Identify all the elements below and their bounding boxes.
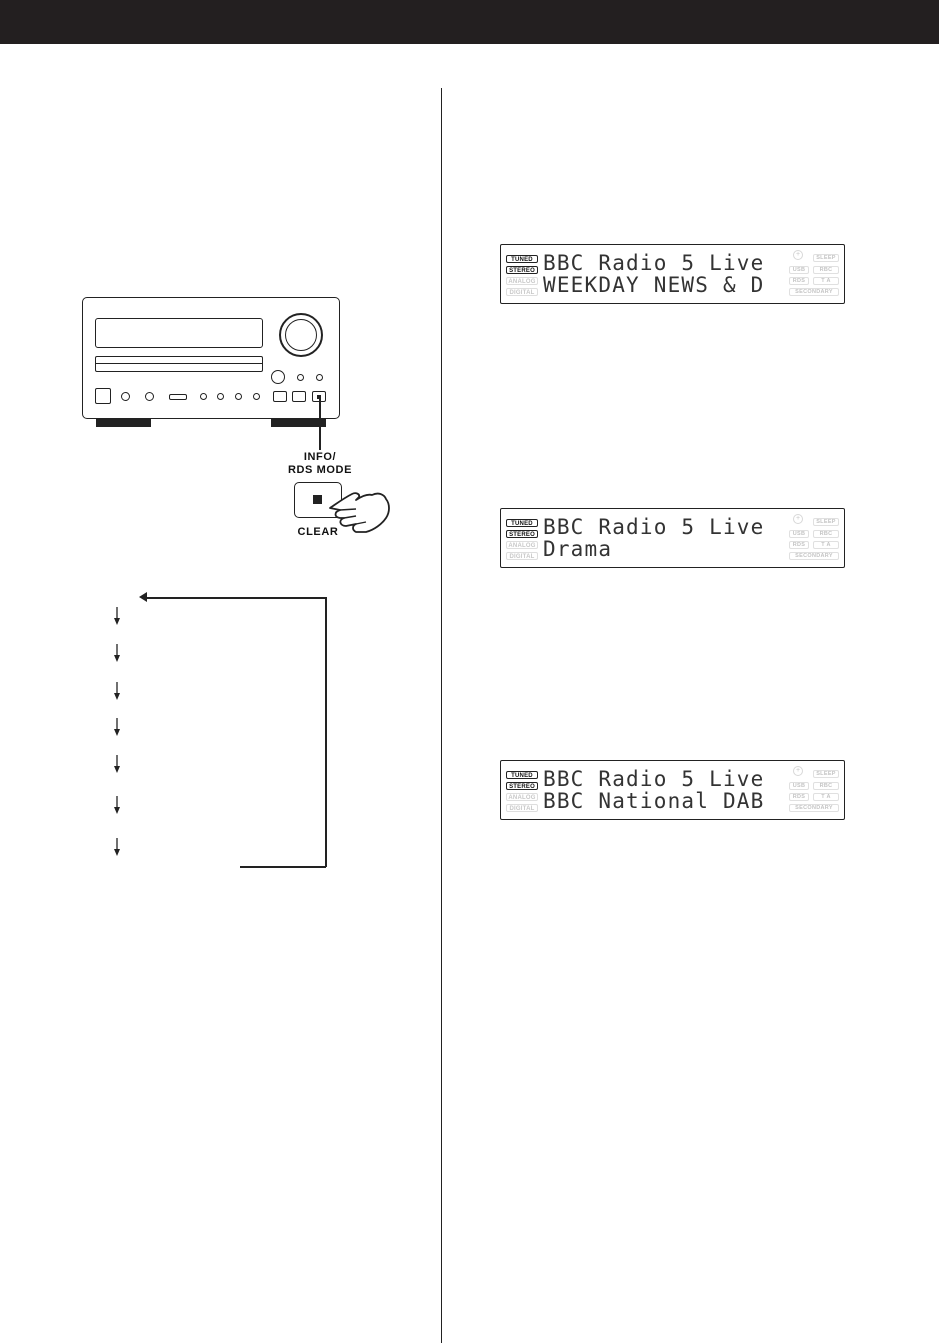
stereo-indicator: STEREO xyxy=(506,530,538,538)
lcd-display-3: TUNED STEREO ANALOG DIGITAL BBC Radio 5 … xyxy=(500,760,845,820)
tuned-indicator: TUNED xyxy=(506,771,538,779)
cd-receiver-illustration xyxy=(82,297,340,419)
ta-indicator: T A xyxy=(813,277,839,285)
secondary-indicator: SECONDARY xyxy=(789,804,839,812)
lcd-display-1: TUNED STEREO ANALOG DIGITAL BBC Radio 5 … xyxy=(500,244,845,304)
clear-label: CLEAR xyxy=(297,526,339,538)
sleep-indicator: SLEEP xyxy=(813,254,839,262)
flow-arrow-down xyxy=(114,644,120,662)
small-button xyxy=(217,393,224,400)
power-button xyxy=(95,388,111,404)
tuned-indicator: TUNED xyxy=(506,255,538,263)
small-button xyxy=(316,374,323,381)
function-button xyxy=(292,391,306,402)
rbc-indicator: RBC xyxy=(813,782,839,790)
stop-icon xyxy=(313,495,322,504)
disc-tray xyxy=(95,356,263,372)
flow-loop-line xyxy=(325,597,327,867)
ta-indicator: T A xyxy=(813,541,839,549)
usb-indicator: USB xyxy=(789,782,809,790)
analog-indicator: ANALOG xyxy=(506,277,538,285)
flow-arrow-down xyxy=(114,682,120,700)
device-foot xyxy=(96,419,151,427)
standby-button xyxy=(271,370,285,384)
lcd-line-2: BBC National DAB xyxy=(543,790,785,812)
flow-arrow-down xyxy=(114,838,120,856)
pressing-hand-icon xyxy=(329,492,390,533)
display-window xyxy=(95,318,263,348)
digital-indicator: DIGITAL xyxy=(506,804,538,812)
function-button xyxy=(273,391,287,402)
lcd-line-1: BBC Radio 5 Live xyxy=(543,516,785,538)
rds-indicator: RDS xyxy=(789,541,809,549)
usb-indicator: USB xyxy=(789,266,809,274)
lcd-display-2: TUNED STEREO ANALOG DIGITAL BBC Radio 5 … xyxy=(500,508,845,568)
sleep-indicator: SLEEP xyxy=(813,518,839,526)
secondary-indicator: SECONDARY xyxy=(789,552,839,560)
secondary-indicator: SECONDARY xyxy=(789,288,839,296)
info-rds-mode-label: INFO/ RDS MODE xyxy=(287,451,353,476)
rds-indicator: RDS xyxy=(789,277,809,285)
device-foot xyxy=(271,419,326,427)
usb-indicator: USB xyxy=(789,530,809,538)
phones-jack xyxy=(121,392,130,401)
flow-arrow-down xyxy=(114,718,120,736)
rbc-indicator: RBC xyxy=(813,266,839,274)
flow-loop-line xyxy=(240,866,326,868)
lcd-line-1: BBC Radio 5 Live xyxy=(543,768,785,790)
analog-indicator: ANALOG xyxy=(506,793,538,801)
flow-return-arrowhead xyxy=(139,592,147,602)
tuned-indicator: TUNED xyxy=(506,519,538,527)
rds-indicator: RDS xyxy=(789,793,809,801)
small-button xyxy=(297,374,304,381)
flow-arrow-down xyxy=(114,607,120,625)
stereo-indicator: STEREO xyxy=(506,266,538,274)
power-indicator-icon: + xyxy=(793,766,803,776)
lcd-line-1: BBC Radio 5 Live xyxy=(543,252,785,274)
small-button xyxy=(253,393,260,400)
column-divider xyxy=(441,88,442,1343)
digital-indicator: DIGITAL xyxy=(506,288,538,296)
aux-jack xyxy=(145,392,154,401)
digital-indicator: DIGITAL xyxy=(506,552,538,560)
rbc-indicator: RBC xyxy=(813,530,839,538)
small-button xyxy=(235,393,242,400)
flow-loop-line xyxy=(142,597,326,599)
small-button xyxy=(200,393,207,400)
flow-arrow-down xyxy=(114,755,120,773)
lcd-line-2: WEEKDAY NEWS & D xyxy=(543,274,785,296)
volume-knob xyxy=(279,313,323,357)
stereo-indicator: STEREO xyxy=(506,782,538,790)
callout-line xyxy=(319,398,321,450)
header-bar xyxy=(0,0,939,44)
power-indicator-icon: + xyxy=(793,514,803,524)
ta-indicator: T A xyxy=(813,793,839,801)
flow-arrow-down xyxy=(114,796,120,814)
sleep-indicator: SLEEP xyxy=(813,770,839,778)
analog-indicator: ANALOG xyxy=(506,541,538,549)
lcd-line-2: Drama xyxy=(543,538,785,560)
usb-port xyxy=(169,394,187,400)
power-indicator-icon: + xyxy=(793,250,803,260)
